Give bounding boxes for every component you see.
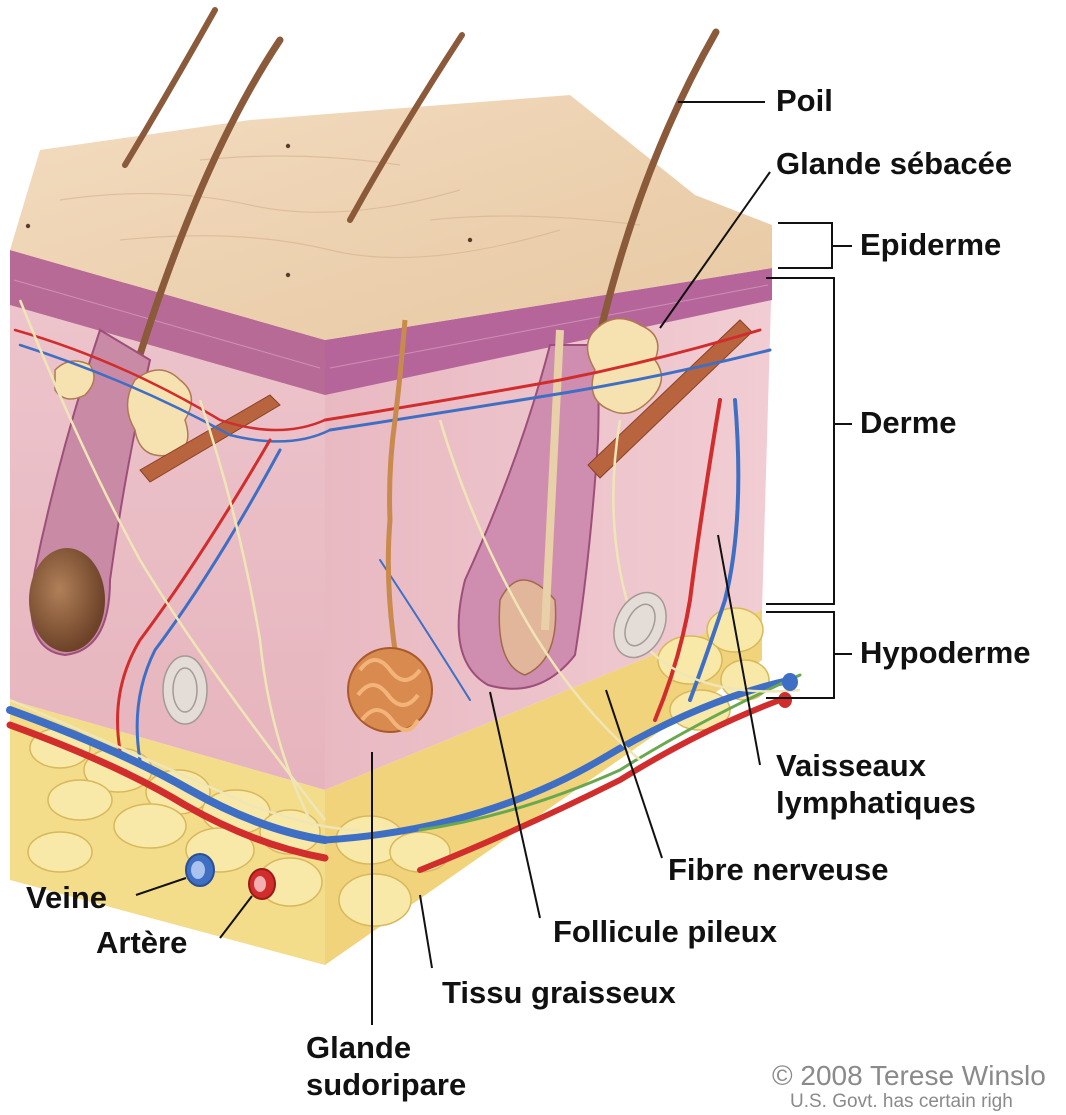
label-derme: Derme <box>860 405 957 442</box>
copyright-line1: © 2008 Terese Winslo <box>772 1060 1046 1092</box>
label-poil: Poil <box>776 83 833 120</box>
hair-bulb-left <box>29 548 105 652</box>
label-tissu-graisseux: Tissu graisseux <box>442 975 676 1012</box>
artery-cut-end <box>249 869 275 899</box>
label-vaisseaux-line2: lymphatiques <box>776 785 976 822</box>
label-vaisseaux-line1: Vaisseaux <box>776 748 976 785</box>
label-veine: Veine <box>26 880 107 917</box>
layer-brackets <box>766 223 852 698</box>
label-glande-sudoripare: Glande sudoripare <box>306 1030 466 1103</box>
sweat-gland-coil <box>348 648 432 732</box>
label-epiderme: Epiderme <box>860 227 1001 264</box>
copyright-line2: U.S. Govt. has certain righ <box>790 1091 1013 1113</box>
label-fibre-nerveuse: Fibre nerveuse <box>668 852 889 889</box>
label-hypoderme: Hypoderme <box>860 635 1031 672</box>
label-vaisseaux-lymphatiques: Vaisseaux lymphatiques <box>776 748 976 821</box>
label-artere: Artère <box>96 925 187 962</box>
label-sudoripare-line2: sudoripare <box>306 1067 466 1104</box>
label-follicule-pileux: Follicule pileux <box>553 914 777 951</box>
vein-cut-end <box>186 854 214 886</box>
label-sudoripare-line1: Glande <box>306 1030 466 1067</box>
label-glande-sebacee: Glande sébacée <box>776 146 1012 183</box>
